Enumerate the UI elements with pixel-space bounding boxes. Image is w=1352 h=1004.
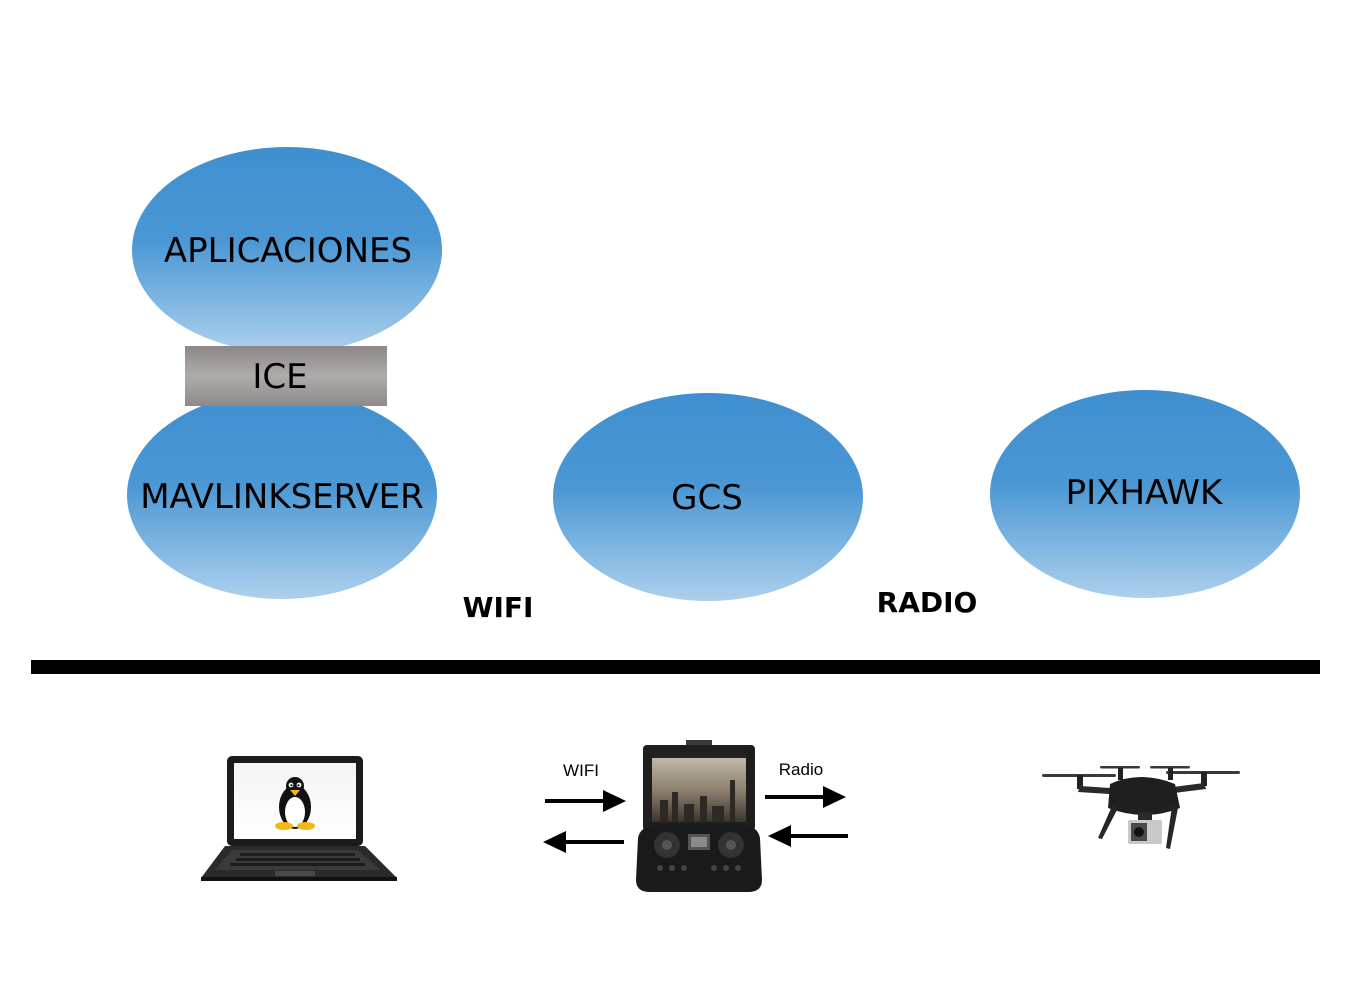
arrow-left-icon <box>768 825 848 847</box>
pixhawk-label: PIXHAWK <box>1066 473 1224 513</box>
mavlinkserver-label: MAVLINKSERVER <box>140 477 424 517</box>
divider-line <box>31 660 1320 674</box>
gcs-node: GCS <box>553 393 863 601</box>
arrow-right-icon <box>545 790 626 812</box>
ice-node: ICE <box>185 346 387 406</box>
tux-icon <box>275 777 315 830</box>
pixhawk-node: PIXHAWK <box>990 390 1300 598</box>
aplicaciones-label: APLICACIONES <box>164 231 412 271</box>
mavlinkserver-node: MAVLINKSERVER <box>127 391 437 599</box>
ice-label: ICE <box>252 357 307 397</box>
arrow-right-icon <box>765 786 846 808</box>
gcs-label: GCS <box>671 478 743 518</box>
arrow-left-icon <box>543 831 624 853</box>
drone-icon <box>1042 766 1240 849</box>
controller-icon <box>636 740 762 892</box>
aplicaciones-node: APLICACIONES <box>132 147 442 353</box>
wifi-link-label: WIFI <box>463 591 534 624</box>
device-radio-label: Radio <box>779 760 823 779</box>
radio-link-label: RADIO <box>877 586 978 619</box>
device-wifi-label: WIFI <box>563 761 599 780</box>
laptop-icon <box>201 756 397 881</box>
